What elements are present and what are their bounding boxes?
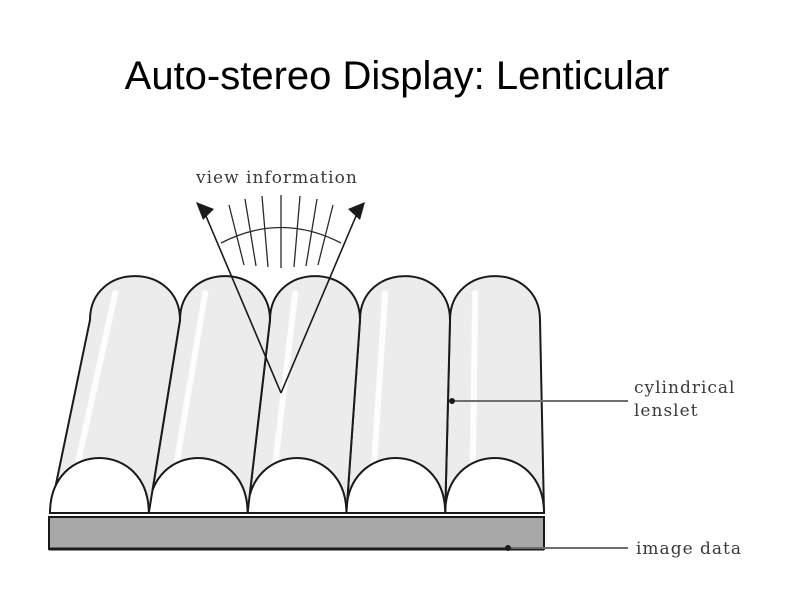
view-fan: [220, 195, 342, 268]
view-information-label: view information: [195, 168, 358, 188]
view-rays: [196, 202, 365, 394]
view-fan-line-3: [261, 195, 269, 268]
cylindrical-lenslet: [444, 275, 546, 514]
image-data-leader-dot: [505, 545, 511, 551]
ray-left-arrowhead: [196, 202, 214, 220]
image-data-layer: [48, 516, 545, 550]
view-fan-line-6: [305, 198, 318, 267]
lenslet-front-face: [246, 456, 348, 514]
lenslet-front-face: [444, 456, 546, 514]
lenslet-array: [48, 275, 546, 514]
lenslet-highlight: [173, 290, 209, 468]
slide-title: Auto-stereo Display: Lenticular: [124, 54, 670, 98]
leader-lines: [449, 398, 628, 551]
cylindrical-lenslet-label-line1: cylindrical: [634, 378, 736, 398]
lenslet-highlight: [371, 290, 389, 468]
lenslet-front-face: [345, 456, 447, 514]
ray-right: [280, 208, 360, 394]
ray-right-arrowhead: [348, 202, 365, 220]
lenslet-front-face: [48, 456, 150, 514]
view-fan-line-1: [228, 204, 245, 266]
cylindrical-lenslet-label-line2: lenslet: [634, 401, 699, 421]
lenslet-leader-dot: [449, 398, 455, 404]
view-fan-line-2: [244, 198, 257, 267]
lenslet-highlight: [272, 290, 299, 468]
view-fan-line-5: [293, 195, 301, 268]
lenslet-highlight: [74, 290, 119, 468]
ray-left: [202, 208, 282, 394]
view-fan-line-7: [317, 204, 334, 266]
lenslet-highlight: [469, 290, 479, 468]
image-data-label: image data: [636, 539, 742, 559]
